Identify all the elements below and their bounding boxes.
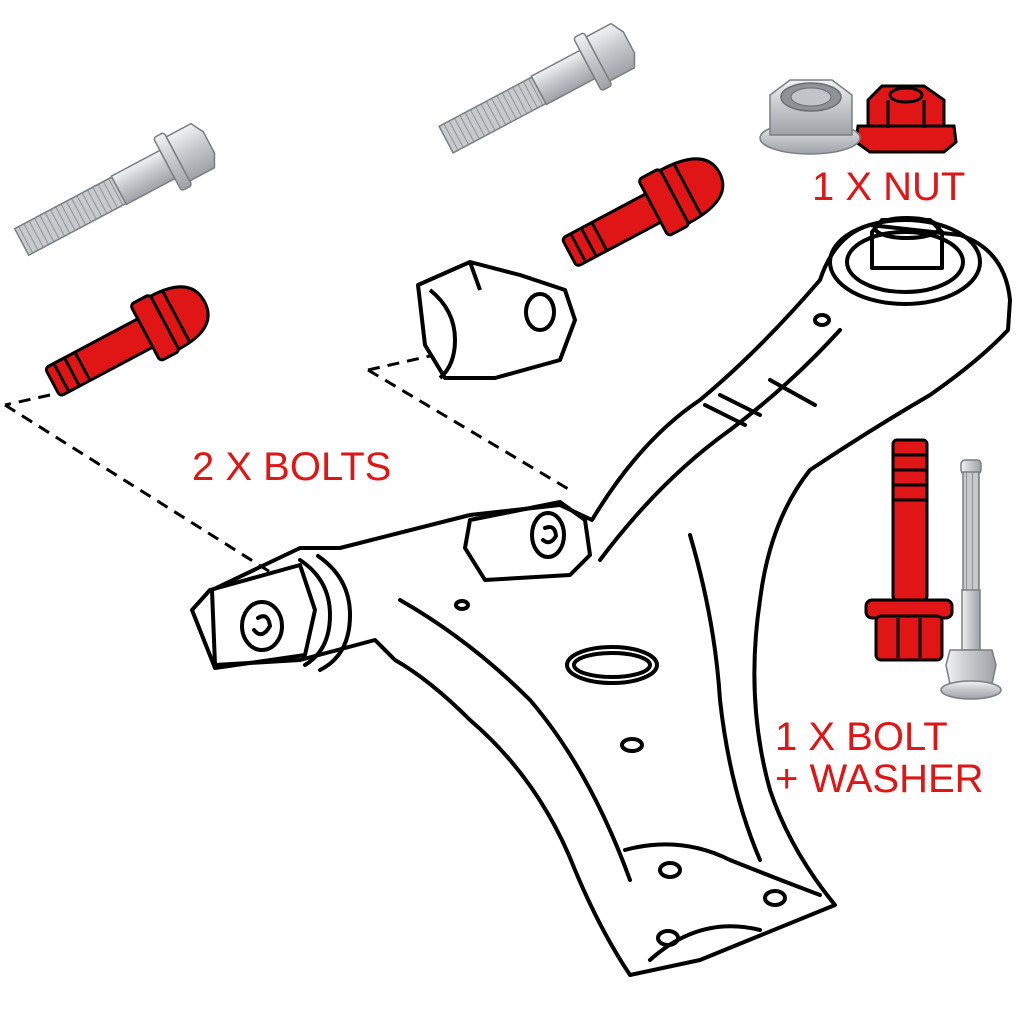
washer-icon (940, 680, 1002, 700)
bolt-icon (945, 459, 997, 685)
bolt-washer-quantity-label: 1 X BOLT + WASHER (775, 716, 984, 800)
bolts-quantity-label: 2 X BOLTS (192, 445, 392, 489)
nut-quantity-label: 1 X NUT (812, 165, 966, 209)
nut-icon (854, 84, 958, 154)
bolt-icon (44, 285, 210, 397)
washer-line: + WASHER (775, 757, 984, 801)
bolt-icon (561, 157, 725, 267)
bolt-icon (864, 438, 954, 662)
nut-icon (759, 79, 861, 155)
bushing-sleeve-diagram (416, 260, 577, 380)
bolt-icon (13, 122, 216, 257)
assembly-guide-lines (4, 354, 571, 577)
bolt-icon (438, 22, 636, 154)
lower-control-arm-diagram (190, 216, 1012, 977)
bolt-quantity-line: 1 X BOLT (775, 715, 948, 759)
